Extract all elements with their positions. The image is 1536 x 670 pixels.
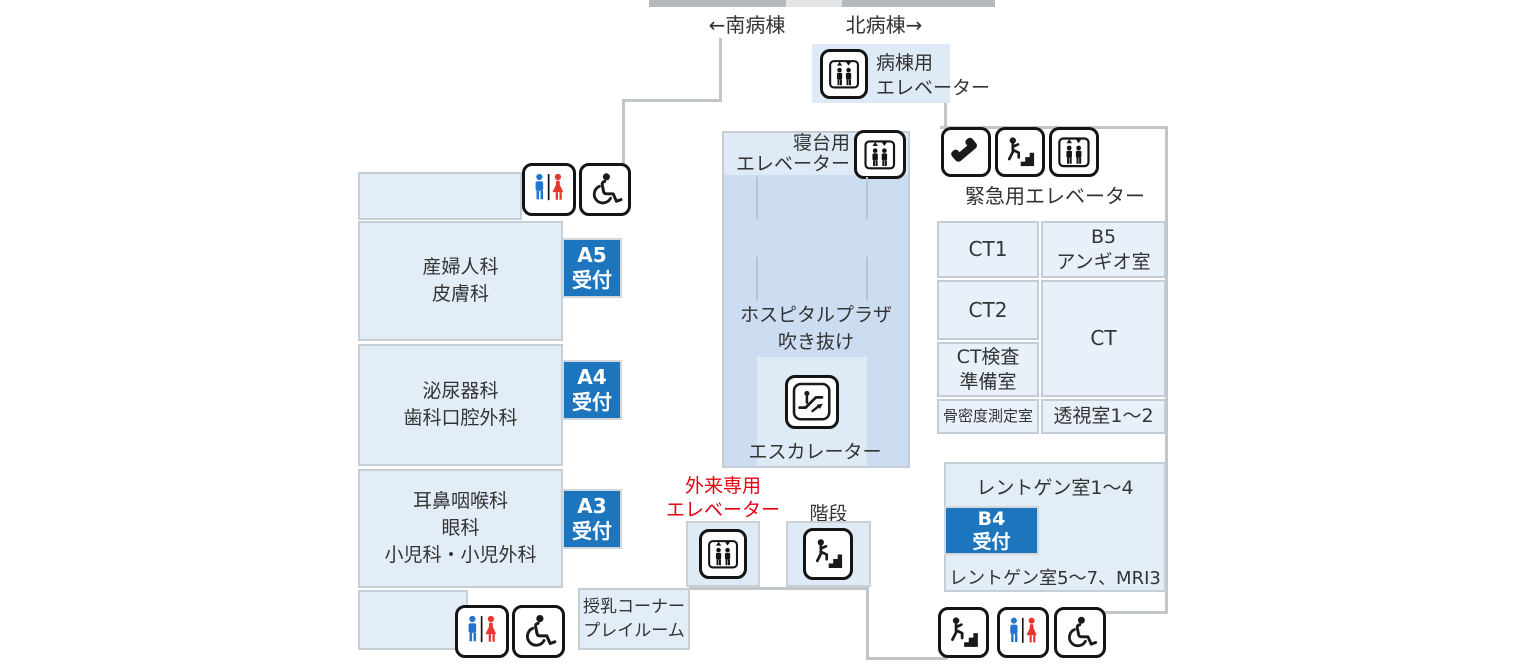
room-ct-prep: CT検査 準備室 <box>937 342 1039 397</box>
room-bone-density: 骨密度測定室 <box>937 399 1039 434</box>
emergency-elevator-label: 緊急用エレベーター <box>965 183 1145 208</box>
room-b5-angio: B5 アンギオ室 <box>1041 221 1166 278</box>
shaft-line <box>866 177 868 219</box>
wheelchair-icon <box>1054 607 1106 658</box>
xray-block <box>944 462 1166 592</box>
xray-bottom-label: レントゲン室5〜7、MRI3 <box>949 568 1161 589</box>
dept-a3-line1: 耳鼻咽喉科 <box>412 490 508 512</box>
wheelchair-icon <box>579 163 631 216</box>
escalator-label: エスカレーター <box>748 440 882 463</box>
shaft-line <box>866 257 868 301</box>
dept-a4-line2: 歯科口腔外科 <box>403 407 518 429</box>
wall <box>866 657 948 660</box>
nursing-line1: 授乳コーナー <box>583 597 685 617</box>
escalator-icon <box>785 375 839 429</box>
b4-badge-code: B4 <box>977 507 1006 530</box>
ward-elevator-label-line1: 病棟用 <box>876 52 934 74</box>
wall <box>786 0 842 7</box>
dept-a4-room: 泌尿器科 歯科口腔外科 <box>358 344 563 466</box>
ct1-label: CT1 <box>968 237 1008 261</box>
elevator-icon <box>699 529 747 579</box>
ct-prep-line2: 準備室 <box>959 370 1017 393</box>
dept-a5-line1: 産婦人科 <box>422 256 499 278</box>
a3-badge-label: 受付 <box>572 519 612 543</box>
dept-a3-badge: A3 受付 <box>562 489 622 549</box>
nursing-room: 授乳コーナー プレイルーム <box>578 588 690 650</box>
room-lower-left <box>358 590 468 650</box>
a4-badge-code: A4 <box>577 365 607 389</box>
a5-badge-label: 受付 <box>572 268 612 292</box>
room-ct2: CT2 <box>937 280 1039 340</box>
stairs-label: 階段 <box>809 502 848 525</box>
wall <box>622 99 722 102</box>
b5-line1: B5 <box>1090 225 1117 248</box>
b5-line2: アンギオ室 <box>1056 250 1151 273</box>
b4-badge: B4 受付 <box>944 506 1039 555</box>
south-ward-label: ←南病棟 <box>708 12 786 37</box>
dept-a4-badge: A4 受付 <box>562 360 622 420</box>
fluoroscopy-label: 透視室1〜2 <box>1053 405 1154 427</box>
a4-badge-label: 受付 <box>572 390 612 414</box>
a3-badge-code: A3 <box>577 494 607 518</box>
ct-prep-line1: CT検査 <box>956 345 1020 368</box>
bed-elevator-label: 寝台用 エレベーター <box>724 133 850 175</box>
bone-density-label: 骨密度測定室 <box>942 407 1033 425</box>
dept-a5-room: 産婦人科 皮膚科 <box>358 221 563 341</box>
dept-a5-badge: A5 受付 <box>562 238 622 298</box>
wall <box>1092 611 1168 614</box>
ct-label: CT <box>1090 326 1117 350</box>
phone-icon <box>941 127 991 177</box>
shaft-line <box>756 177 758 219</box>
dept-a3-line2: 眼科 <box>441 517 480 539</box>
ward-elevator-label-line2: エレベーター <box>876 77 991 99</box>
dept-a3-line3: 小児科・小児外科 <box>384 544 537 566</box>
room-upper-left <box>358 172 522 220</box>
stairs-icon <box>995 127 1045 177</box>
restroom-icon <box>997 607 1049 658</box>
outpatient-elevator-line2: エレベーター <box>665 499 780 521</box>
room-fluoroscopy: 透視室1〜2 <box>1041 399 1166 434</box>
wall <box>1165 126 1168 614</box>
bed-elevator-label-line2: エレベーター <box>735 153 850 175</box>
dept-a4-line1: 泌尿器科 <box>422 380 499 402</box>
dept-a3-room: 耳鼻咽喉科 眼科 小児科・小児外科 <box>358 469 563 588</box>
a5-badge-code: A5 <box>577 243 607 267</box>
b4-badge-label: 受付 <box>972 530 1011 553</box>
wheelchair-icon <box>512 605 565 658</box>
wall <box>622 99 625 175</box>
outpatient-elevator-line1: 外来専用 <box>684 475 761 497</box>
elevator-icon <box>1049 127 1099 177</box>
atrium-label: ホスピタルプラザ 吹き抜け <box>724 302 908 356</box>
xray-top-label: レントゲン室1〜4 <box>976 476 1134 499</box>
wall <box>689 587 869 590</box>
stairs-icon <box>803 528 853 580</box>
room-ct1: CT1 <box>937 221 1039 278</box>
elevator-icon <box>820 49 868 99</box>
atrium-label-line1: ホスピタルプラザ <box>739 304 892 326</box>
north-ward-label: 北病棟→ <box>845 12 923 37</box>
ward-elevator-label: 病棟用 エレベーター <box>876 51 990 101</box>
restroom-icon <box>455 605 509 658</box>
nursing-line2: プレイルーム <box>583 621 685 641</box>
wall <box>944 101 947 129</box>
atrium-label-line2: 吹き抜け <box>777 331 854 353</box>
bed-elevator-label-line1: 寝台用 <box>792 132 850 154</box>
wall <box>866 587 869 660</box>
elevator-icon <box>854 130 906 179</box>
outpatient-elevator-label: 外来専用 エレベーター <box>660 474 786 522</box>
dept-a5-line2: 皮膚科 <box>431 283 489 305</box>
wall <box>719 38 722 102</box>
stairs-icon <box>938 607 989 658</box>
ct2-label: CT2 <box>968 297 1008 322</box>
shaft-line <box>756 257 758 301</box>
room-ct: CT <box>1041 280 1166 397</box>
restroom-icon <box>522 163 576 216</box>
